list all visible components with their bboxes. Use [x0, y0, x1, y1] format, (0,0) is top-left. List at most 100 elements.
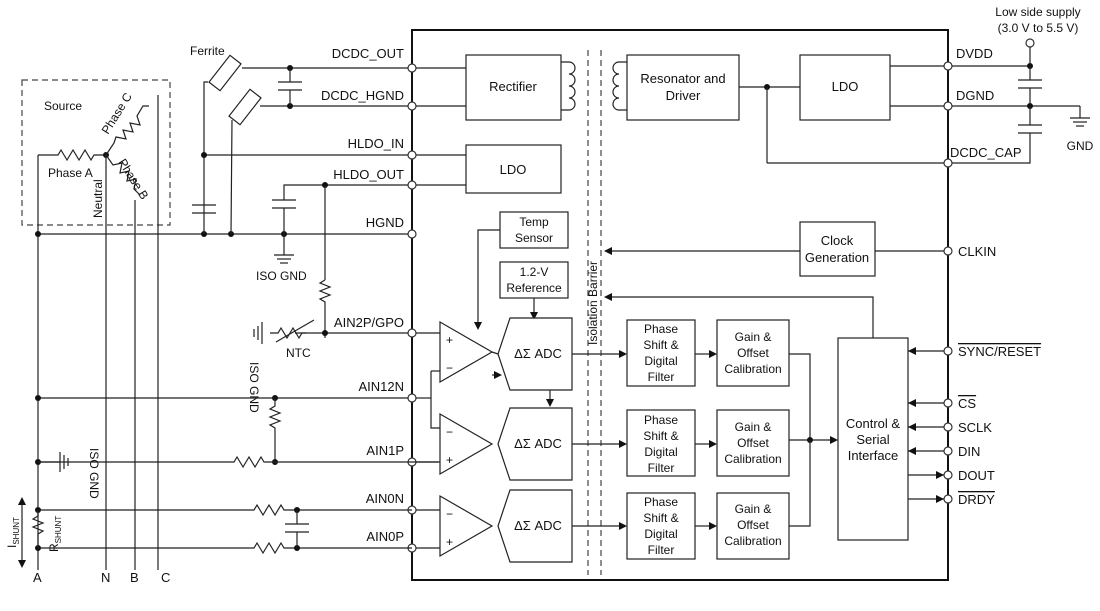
svg-text:Generation: Generation: [805, 250, 869, 265]
adc-0: [497, 489, 573, 563]
filter-block-2: [626, 319, 696, 387]
svg-text:Offset: Offset: [737, 436, 769, 450]
adc-1: [497, 407, 573, 481]
label-b: B: [130, 570, 139, 585]
left-pins: DCDC_OUT DCDC_HGND HLDO_IN HLDO_OUT HGND…: [321, 46, 417, 553]
adc-channel-1: −+ ΔΣ ADC Phase Shift & Digital Filter G…: [416, 390, 838, 481]
svg-text:Control &: Control &: [846, 416, 901, 431]
pin-dgnd: DGND: [956, 88, 994, 103]
calibration-block-2: [716, 319, 790, 387]
ferrite-2: [228, 88, 262, 126]
svg-text:−: −: [446, 361, 453, 375]
svg-text:Offset: Offset: [737, 346, 769, 360]
pin-dcdc-cap: DCDC_CAP: [950, 145, 1022, 160]
svg-text:Shift &: Shift &: [643, 338, 678, 352]
control-serial-interface-block: [837, 337, 909, 541]
svg-text:Gain &: Gain &: [735, 330, 772, 344]
clock-generation-block: [799, 221, 876, 277]
svg-text:ΔΣ ADC: ΔΣ ADC: [514, 346, 562, 361]
iso-gnd-label-2: ISO GND: [247, 362, 261, 413]
svg-text:Filter: Filter: [648, 370, 675, 384]
svg-text:Resonator and: Resonator and: [640, 71, 725, 86]
pin-sync-reset: SYNC/RESET: [958, 344, 1041, 359]
pin-cs: CS: [958, 396, 976, 411]
svg-text:+: +: [446, 453, 453, 467]
svg-text:Reference: Reference: [506, 281, 562, 295]
pin-ain12n: AIN12N: [358, 379, 404, 394]
svg-text:Digital: Digital: [644, 445, 677, 459]
rectifier-label: Rectifier: [489, 79, 537, 94]
svg-text:Calibration: Calibration: [724, 362, 781, 376]
svg-text:Phase: Phase: [644, 322, 678, 336]
svg-text:Phase B: Phase B: [115, 156, 151, 202]
rshunt-label: RSHUNT: [47, 516, 63, 552]
voltage-reference-block: [499, 261, 569, 299]
adc-2: [497, 317, 573, 391]
svg-text:Phase C: Phase C: [99, 90, 135, 137]
pin-dout: DOUT: [958, 468, 995, 483]
svg-text:(3.0 V to 5.5 V): (3.0 V to 5.5 V): [998, 21, 1079, 35]
svg-text:Filter: Filter: [648, 543, 675, 557]
iso-gnd-label-1: ISO GND: [256, 269, 307, 283]
gnd-label: GND: [1067, 139, 1094, 153]
pin-dvdd: DVDD: [956, 46, 993, 61]
source-box: Source Phase A Phase C Phase B Neutral: [21, 79, 171, 226]
pin-dcdc-hgnd: DCDC_HGND: [321, 88, 404, 103]
pin-hldo-out: HLDO_OUT: [333, 167, 404, 182]
svg-text:Neutral: Neutral: [91, 179, 105, 218]
chip-outline: [411, 29, 949, 581]
ishunt-label: ISHUNT: [5, 517, 21, 548]
svg-text:Calibration: Calibration: [724, 534, 781, 548]
pin-ain1p: AIN1P: [366, 443, 404, 458]
svg-text:Digital: Digital: [644, 527, 677, 541]
svg-text:Shift &: Shift &: [643, 429, 678, 443]
label-a: A: [33, 570, 42, 585]
svg-text:Phase: Phase: [644, 413, 678, 427]
pin-hgnd: HGND: [366, 215, 404, 230]
filter-block-1: [626, 409, 696, 477]
svg-text:Driver: Driver: [666, 88, 701, 103]
ntc-label: NTC: [286, 346, 311, 360]
svg-text:Clock: Clock: [821, 233, 854, 248]
pin-sclk: SCLK: [958, 420, 992, 435]
svg-text:Serial: Serial: [856, 432, 889, 447]
low-side-supply: Low side supply (3.0 V to 5.5 V) GND: [952, 5, 1094, 164]
svg-text:Filter: Filter: [648, 461, 675, 475]
svg-text:LDO: LDO: [500, 162, 527, 177]
pin-ain0n: AIN0N: [366, 491, 404, 506]
pin-hldo-in: HLDO_IN: [348, 136, 404, 151]
pga-amp-1: [439, 412, 494, 476]
pin-dcdc-out: DCDC_OUT: [332, 46, 404, 61]
svg-text:Offset: Offset: [737, 518, 769, 532]
ferrite-label: Ferrite: [190, 44, 225, 58]
high-side-ldo-block: [465, 144, 562, 194]
svg-text:Source: Source: [44, 99, 82, 113]
svg-text:Temp: Temp: [519, 215, 549, 229]
label-n: N: [101, 570, 110, 585]
svg-text:Shift &: Shift &: [643, 511, 678, 525]
calibration-block-0: [716, 492, 790, 560]
resonator-driver-block: [626, 54, 740, 121]
pin-clkin: CLKIN: [958, 244, 996, 259]
adc-channel-2: +− ΔΣ ADC Phase Shift & Digital Filter G…: [416, 317, 811, 440]
pin-ain0p: AIN0P: [366, 529, 404, 544]
svg-text:Low side supply: Low side supply: [995, 5, 1080, 19]
svg-text:1.2-V: 1.2-V: [520, 265, 549, 279]
transformer-secondary-coil: [612, 61, 627, 111]
svg-text:Calibration: Calibration: [724, 452, 781, 466]
svg-text:Interface: Interface: [848, 448, 899, 463]
rectifier-block: [465, 54, 562, 121]
transformer-primary-coil: [561, 61, 576, 111]
svg-text:+: +: [446, 333, 453, 347]
svg-text:ΔΣ ADC: ΔΣ ADC: [514, 436, 562, 451]
svg-text:−: −: [446, 507, 453, 521]
pga-amp-0: [439, 494, 494, 558]
pga-amp-2: [439, 320, 494, 384]
svg-text:Sensor: Sensor: [515, 231, 553, 245]
right-pins: DVDD DGND DCDC_CAP CLKIN SYNC/RESET CS S…: [943, 46, 1041, 507]
pin-drdy: DRDY: [958, 492, 995, 507]
isolation-barrier-label: Isolation Barrier: [586, 261, 600, 345]
temp-sensor-block: [499, 211, 569, 249]
label-c: C: [161, 570, 170, 585]
